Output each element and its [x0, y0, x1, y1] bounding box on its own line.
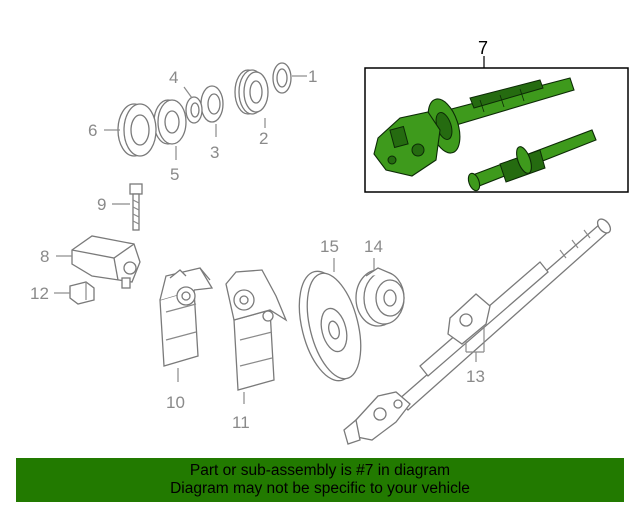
part-2-spring[interactable] [234, 69, 269, 115]
part-3-ring[interactable] [200, 85, 224, 123]
info-banner: Part or sub-assembly is #7 in diagram Di… [16, 458, 624, 502]
callout-12: 12 [30, 284, 49, 303]
part-7-frame [364, 67, 629, 193]
callout-3: 3 [210, 143, 219, 162]
part-11-motor[interactable] [225, 269, 288, 391]
part-14-boot[interactable] [355, 267, 405, 327]
callout-7: 7 [478, 38, 488, 58]
callout-15: 15 [320, 237, 339, 256]
callout-13: 13 [466, 367, 485, 386]
callout-2: 2 [259, 129, 268, 148]
callout-10: 10 [166, 393, 185, 412]
callout-5: 5 [170, 165, 179, 184]
part-5-bushing[interactable] [153, 99, 187, 145]
part-7-steering-shaft[interactable] [373, 77, 597, 192]
part-6-bearing[interactable] [117, 103, 157, 157]
part-13-shaft[interactable] [343, 217, 613, 445]
callout-1: 1 [308, 67, 317, 86]
part-4-clip[interactable] [185, 96, 203, 124]
part-10-motor[interactable] [159, 267, 214, 367]
callout-9: 9 [97, 195, 106, 214]
part-1-washer[interactable] [272, 62, 292, 94]
callout-6: 6 [88, 121, 97, 140]
callout-11: 11 [232, 413, 250, 432]
callout-4: 4 [169, 68, 178, 87]
part-15-disc[interactable] [289, 265, 370, 386]
part-8-module[interactable] [71, 235, 141, 289]
part-9-bolt[interactable] [129, 183, 143, 231]
callout-8: 8 [40, 247, 49, 266]
part-12-clip[interactable] [69, 281, 95, 305]
callout-14: 14 [364, 237, 383, 256]
banner-line-1: Part or sub-assembly is #7 in diagram [189, 462, 451, 479]
banner-line-2: Diagram may not be specific to your vehi… [170, 480, 470, 497]
parts-diagram: 1 2 3 4 5 6 7 [30, 38, 629, 445]
